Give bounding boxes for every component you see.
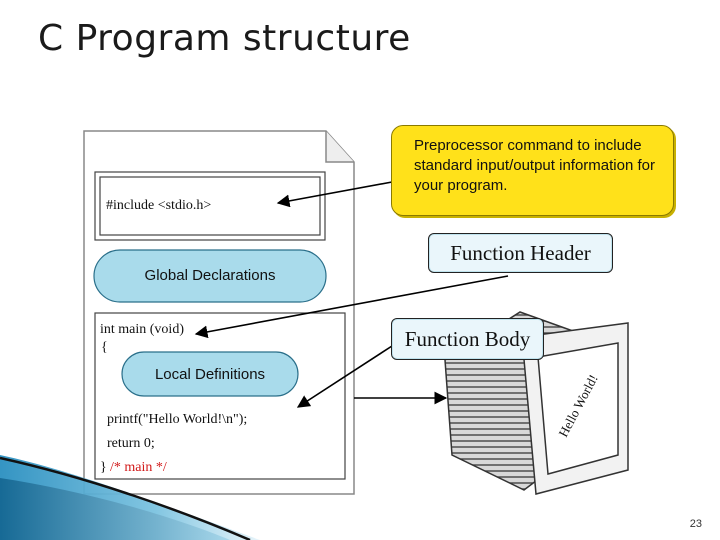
- slide-title: C Program structure: [38, 18, 411, 59]
- local-definitions-label: Local Definitions: [154, 366, 266, 383]
- include-box: [94, 171, 326, 241]
- decorative-swoosh: [0, 455, 260, 540]
- arrow-header-to-main: [194, 275, 509, 339]
- return-line: return 0;: [107, 436, 155, 451]
- preprocessor-callout: Preprocessor command to include standard…: [391, 125, 674, 216]
- local-definitions-pill: [121, 351, 299, 397]
- open-brace: {: [101, 340, 108, 355]
- global-declarations-label: Global Declarations: [144, 267, 276, 284]
- page-number: 23: [689, 518, 702, 530]
- printf-line: printf("Hello World!\n");: [107, 412, 248, 427]
- function-header-label: Function Header: [428, 233, 613, 273]
- main-signature: int main (void): [100, 322, 184, 337]
- close-brace: }: [100, 460, 107, 475]
- arrow-body-to-statements: [296, 345, 393, 408]
- preprocessor-note: Preprocessor command to include standard…: [414, 137, 655, 194]
- include-line: #include <stdio.h>: [106, 198, 212, 213]
- global-declarations-pill: [93, 249, 327, 303]
- main-comment: /* main */: [110, 460, 167, 475]
- function-body-label: Function Body: [391, 318, 544, 360]
- arrow-preprocessor-to-include: [276, 181, 393, 208]
